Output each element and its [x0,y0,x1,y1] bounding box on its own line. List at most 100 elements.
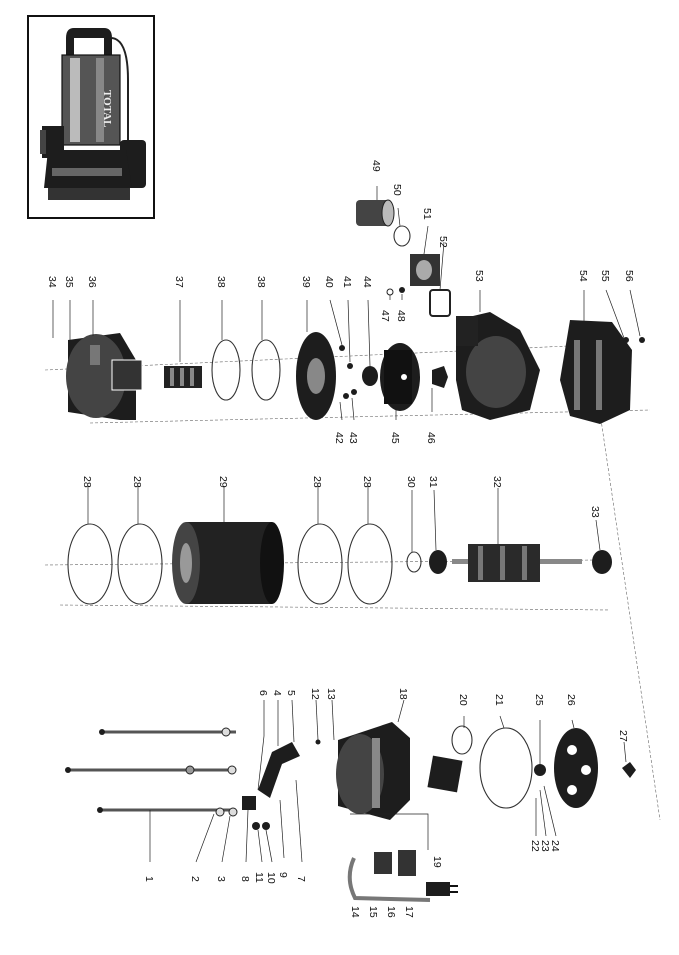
part-28-ring [117,523,163,605]
part-36-housing [66,333,143,420]
upper-group [66,199,645,424]
part-label-19: 19 [431,856,443,868]
part-47-washer [386,288,394,296]
part-48-washer [399,287,405,293]
part-label-29: 29 [217,476,229,488]
part-label-34: 34 [46,276,58,288]
part-20-ring [451,725,473,755]
part-label-13: 13 [325,688,337,700]
part-21-ring [479,727,533,809]
part-28-ring [297,523,343,605]
part-label-9: 9 [277,872,289,878]
part-label-27: 27 [617,730,629,742]
part-46-nut [432,366,448,388]
part-label-43: 43 [347,432,359,444]
part-label-50: 50 [391,184,403,196]
part-43-screw [351,389,357,395]
part-19-float [427,755,463,793]
part-label-35: 35 [63,276,75,288]
part-label-15: 15 [367,906,379,918]
part-label-33: 33 [589,506,601,518]
part-53-volute [456,312,540,420]
part-label-49: 49 [370,160,382,172]
part-38-ring [211,339,241,401]
part-11-screw [262,822,270,830]
part-label-8: 8 [239,876,251,882]
part-label-4: 4 [271,690,283,696]
part-label-32: 32 [491,476,503,488]
part-44-seal [362,366,378,386]
part-55-screw [623,337,629,343]
part-label-46: 46 [425,432,437,444]
part-label-2: 2 [189,876,201,882]
part-25-nut [534,764,546,776]
part-label-14: 14 [349,906,361,918]
part-label-40: 40 [323,276,335,288]
part-29-stator [172,522,284,604]
part-label-22: 22 [529,840,541,852]
part-31-bearing [429,550,447,574]
part-label-52: 52 [437,236,449,248]
part-28-ring [67,523,113,605]
part-label-45: 45 [389,432,401,444]
part-51-flange [410,254,440,286]
part-1-bolts [65,729,236,813]
part-14-cable [347,850,458,902]
part-label-54: 54 [577,270,589,282]
part-label-51: 51 [421,208,433,220]
part-33-bearing [592,550,612,574]
part-8-clamp [242,796,256,810]
product-inset: TOTAL [27,15,155,219]
part-27-screw [622,762,636,778]
part-label-28: 28 [131,476,143,488]
part-2-washer [215,807,225,817]
part-3-washer [228,807,238,817]
part-12-pin [315,739,321,745]
part-41-screw [347,363,353,369]
part-54-base [560,320,632,424]
part-label-39: 39 [300,276,312,288]
part-52-gasket [429,289,451,317]
brand-label: TOTAL [101,90,113,128]
part-26-base [554,728,598,808]
part-label-3: 3 [215,876,227,882]
middle-group [67,522,612,605]
part-label-44: 44 [361,276,373,288]
part-42-screw [343,393,349,399]
part-label-31: 31 [427,476,439,488]
part-10-screw [252,822,260,830]
part-label-18: 18 [397,688,409,700]
part-label-25: 25 [533,694,545,706]
part-label-38: 38 [255,276,267,288]
part-49-outlet [356,199,395,227]
part-label-1: 1 [143,876,155,882]
part-28-ring [347,523,393,605]
part-label-28: 28 [81,476,93,488]
part-label-38: 38 [215,276,227,288]
part-label-11: 11 [253,872,265,883]
part-label-28: 28 [311,476,323,488]
part-38-ring [251,339,281,401]
part-40-screw [339,345,345,351]
part-label-10: 10 [265,872,277,884]
part-label-55: 55 [599,270,611,282]
part-label-24: 24 [549,840,561,852]
part-label-21: 21 [493,694,505,706]
part-37-sleeve [164,366,202,388]
part-label-41: 41 [341,276,353,288]
part-label-56: 56 [623,270,635,282]
part-label-48: 48 [395,310,407,322]
leader-lines [52,186,641,863]
part-45-impeller [380,343,420,411]
part-label-42: 42 [333,432,345,444]
part-label-28: 28 [361,476,373,488]
part-label-23: 23 [539,840,551,852]
part-label-16: 16 [385,906,397,918]
part-label-20: 20 [457,694,469,706]
part-32-rotor [452,544,582,582]
part-label-53: 53 [473,270,485,282]
part-washer [227,765,237,775]
part-label-26: 26 [565,694,577,706]
part-label-7: 7 [295,876,307,882]
